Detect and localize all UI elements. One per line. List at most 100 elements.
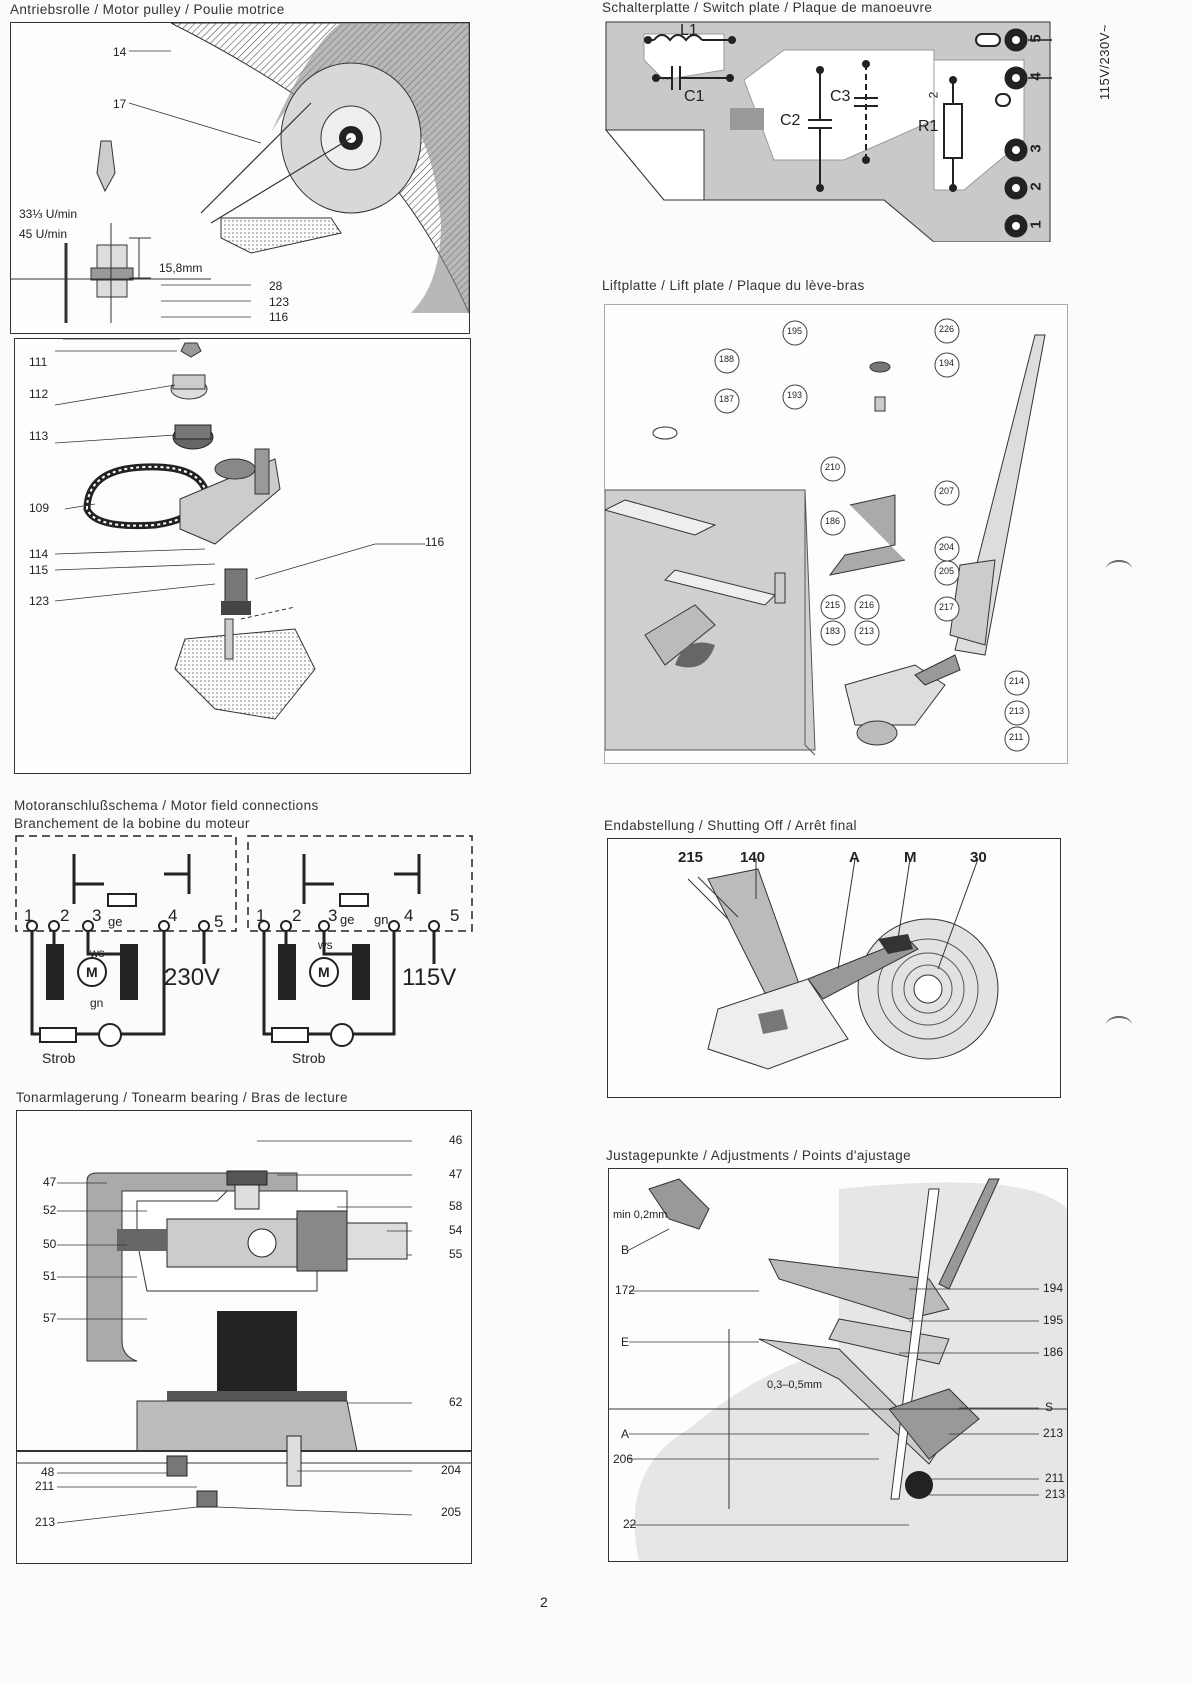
callout-205: 205 <box>939 566 955 576</box>
terminal-2: 2 <box>1027 182 1045 191</box>
callout-193: 193 <box>787 390 803 400</box>
lift-plate-diagram: 195 226 188 194 187 193 210 207 186 204 … <box>604 304 1068 764</box>
punch-hole-mark <box>1106 1016 1132 1034</box>
motor-pulley-drawing <box>11 23 469 323</box>
motor-conn-title-1: Motoranschlußschema / Motor field connec… <box>14 798 319 813</box>
callout-211-bearing: 211 <box>35 1479 55 1493</box>
left-term-2: 2 <box>60 906 70 925</box>
callout-214: 214 <box>1009 676 1025 686</box>
callout-188: 188 <box>719 354 735 364</box>
mark-2: 2 <box>926 91 941 99</box>
right-term-5: 5 <box>450 906 460 925</box>
callout-114: 114 <box>29 547 49 561</box>
callout-112: 112 <box>29 387 49 401</box>
left-strob: Strob <box>42 1050 76 1066</box>
label-140: 140 <box>740 849 766 866</box>
left-term-4: 4 <box>168 906 178 925</box>
callout-207: 207 <box>939 486 955 496</box>
callout-58: 58 <box>449 1199 463 1213</box>
callout-47-left: 47 <box>43 1175 57 1189</box>
adj-label-194: 194 <box>1043 1281 1064 1295</box>
component-c1: C1 <box>684 88 705 105</box>
adj-label-a: A <box>621 1427 630 1441</box>
shutting-off-diagram: 215 140 A M 30 <box>607 838 1061 1098</box>
left-gn-label: gn <box>90 996 104 1010</box>
callout-186: 186 <box>825 516 841 526</box>
tonearm-bearing-diagram: 47 52 50 51 57 48 211 213 46 47 58 54 55… <box>16 1110 472 1564</box>
callout-46: 46 <box>449 1133 463 1147</box>
adj-label-211: 211 <box>1045 1471 1065 1485</box>
adj-label-22: 22 <box>623 1517 637 1531</box>
exploded-view-drawing <box>54 339 425 720</box>
component-l1: L1 <box>680 22 698 39</box>
shutting-off-title: Endabstellung / Shutting Off / Arrêt fin… <box>604 818 857 833</box>
right-term-3: 3 <box>328 906 338 925</box>
left-motor-m: M <box>86 964 98 980</box>
callout-226: 226 <box>939 324 955 334</box>
callout-211: 211 <box>1009 732 1024 742</box>
left-term-1: 1 <box>24 906 34 925</box>
callout-187: 187 <box>719 394 735 404</box>
callout-115: 115 <box>29 563 49 577</box>
left-voltage: 230V <box>164 964 221 991</box>
callout-216: 216 <box>859 600 875 610</box>
terminal-3: 3 <box>1027 144 1045 153</box>
page-number: 2 <box>540 1594 548 1610</box>
label-215: 215 <box>678 849 704 866</box>
right-gn-label: gn <box>374 912 389 927</box>
speed-33-label: 33⅓ U/min <box>19 207 78 221</box>
callout-55: 55 <box>449 1247 463 1261</box>
right-voltage: 115V <box>402 964 457 991</box>
right-term-1: 1 <box>256 906 266 925</box>
adjustments-title: Justagepunkte / Adjustments / Points d'a… <box>606 1148 912 1163</box>
label-a: A <box>849 849 860 866</box>
callout-204-bearing: 204 <box>441 1463 462 1477</box>
label-30: 30 <box>970 849 987 866</box>
callout-50: 50 <box>43 1237 57 1251</box>
punch-hole-mark <box>1106 560 1132 578</box>
callout-123b: 123 <box>29 594 50 608</box>
exploded-view-diagram: 111 112 113 109 114 115 123 116 <box>14 338 471 774</box>
lift-plate-title: Liftplatte / Lift plate / Plaque du lève… <box>602 278 865 293</box>
switch-plate-drawing <box>604 21 1052 242</box>
adj-label-213b: 213 <box>1045 1487 1066 1501</box>
callout-51: 51 <box>43 1269 57 1283</box>
adjustments-drawing <box>609 1178 1067 1561</box>
adjustments-diagram: min 0,2mm B 172 E 0,3–0,5mm A 206 22 194… <box>608 1168 1068 1562</box>
tonearm-bearing-title: Tonarmlagerung / Tonearm bearing / Bras … <box>16 1090 348 1105</box>
callout-113: 113 <box>29 429 49 443</box>
callout-52: 52 <box>43 1203 57 1217</box>
right-ge-label: ge <box>340 912 355 927</box>
callout-54: 54 <box>449 1223 463 1237</box>
component-c2: C2 <box>780 112 801 129</box>
callout-116b: 116 <box>425 535 445 549</box>
adj-label-195: 195 <box>1043 1313 1064 1327</box>
callout-217: 217 <box>939 602 955 612</box>
right-ws-label: ws <box>318 938 333 952</box>
left-ge-label: ge <box>108 914 123 929</box>
right-term-4: 4 <box>404 906 414 925</box>
component-r1: R1 <box>918 118 939 135</box>
callout-195: 195 <box>787 326 803 336</box>
motor-pulley-diagram: 14 17 33⅓ U/min 45 U/min 15,8mm 28 123 1… <box>10 22 470 334</box>
callout-14: 14 <box>113 45 127 59</box>
callout-47-right: 47 <box>449 1167 463 1181</box>
switch-plate-diagram: L1 C1 C2 C3 R1 2 5 4 3 2 1 <box>604 20 1052 242</box>
voltage-side-label: 115V/230V~ <box>1097 24 1112 100</box>
adj-label-s: S <box>1045 1400 1054 1414</box>
terminal-5: 5 <box>1027 34 1045 43</box>
callout-109: 109 <box>29 501 50 515</box>
callout-116: 116 <box>269 310 289 324</box>
terminal-4: 4 <box>1027 72 1045 81</box>
gap-label: 0,3–0,5mm <box>767 1379 823 1391</box>
adj-label-172: 172 <box>615 1283 636 1297</box>
adj-label-b: B <box>621 1243 630 1257</box>
callout-48: 48 <box>41 1465 55 1479</box>
left-ws-label: ws <box>90 946 105 960</box>
callout-213b: 213 <box>1009 706 1025 716</box>
adj-label-186: 186 <box>1043 1345 1064 1359</box>
motor-conn-drawing <box>15 835 473 1047</box>
motor-conn-diagram: 1 2 3 ge 4 5 ws M gn 230V Strob 1 2 3 ge… <box>14 834 474 1070</box>
right-term-2: 2 <box>292 906 302 925</box>
callout-123: 123 <box>269 295 290 309</box>
